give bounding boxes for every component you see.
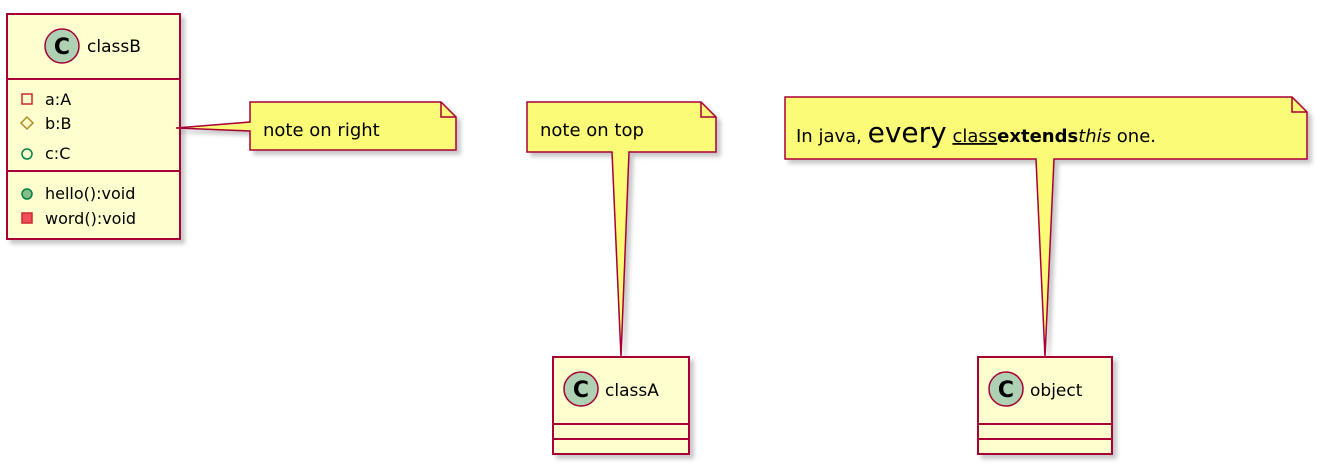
class-classB[interactable]: C classB a:A b:B c:C hello():void word()… <box>6 13 181 240</box>
note-fold <box>1291 97 1307 113</box>
note-fold <box>440 102 456 118</box>
private-field-icon <box>21 93 33 105</box>
note-java[interactable]: In java, every classextendsthis one. <box>784 96 1308 358</box>
note-java-part: one. <box>1111 126 1156 147</box>
note-java-shape <box>784 96 1308 358</box>
note-java-part-italic: this <box>1078 126 1111 147</box>
class-stereotype-letter: C <box>573 378 589 403</box>
note-java-part-bold: extends <box>997 126 1078 147</box>
protected-field-icon <box>19 115 35 131</box>
note-java-part-underline: class <box>952 126 997 147</box>
method-word: word():void <box>45 209 136 228</box>
note-right-text: note on right <box>263 120 380 141</box>
field-c: c:C <box>45 144 70 163</box>
class-stereotype-letter: C <box>998 378 1014 403</box>
class-object[interactable]: C object <box>977 356 1113 455</box>
field-b: b:B <box>45 114 72 133</box>
private-method-icon <box>21 212 33 224</box>
note-top[interactable]: note on top <box>526 101 717 358</box>
public-method-icon <box>21 188 33 200</box>
method-hello: hello():void <box>45 184 135 203</box>
field-a: a:A <box>45 90 71 109</box>
note-java-text: In java, every classextendsthis one. <box>796 116 1156 149</box>
class-stereotype-letter: C <box>54 35 70 60</box>
note-java-part: In java, <box>796 126 868 147</box>
class-classA-name: classA <box>605 381 659 401</box>
note-right-shape <box>175 101 457 151</box>
note-fold <box>700 102 716 118</box>
class-stereotype-icon <box>988 371 1024 407</box>
note-right[interactable]: note on right <box>175 101 457 151</box>
note-top-shape <box>526 101 717 358</box>
note-java-part-big: every <box>868 116 947 149</box>
class-object-name: object <box>1030 381 1083 401</box>
class-classB-name: classB <box>87 37 141 57</box>
class-classA[interactable]: C classA <box>552 356 690 455</box>
class-stereotype-icon <box>44 28 80 64</box>
class-classB-box <box>6 13 181 240</box>
note-top-text: note on top <box>540 120 644 141</box>
public-field-icon <box>21 148 33 160</box>
class-stereotype-icon <box>563 371 599 407</box>
